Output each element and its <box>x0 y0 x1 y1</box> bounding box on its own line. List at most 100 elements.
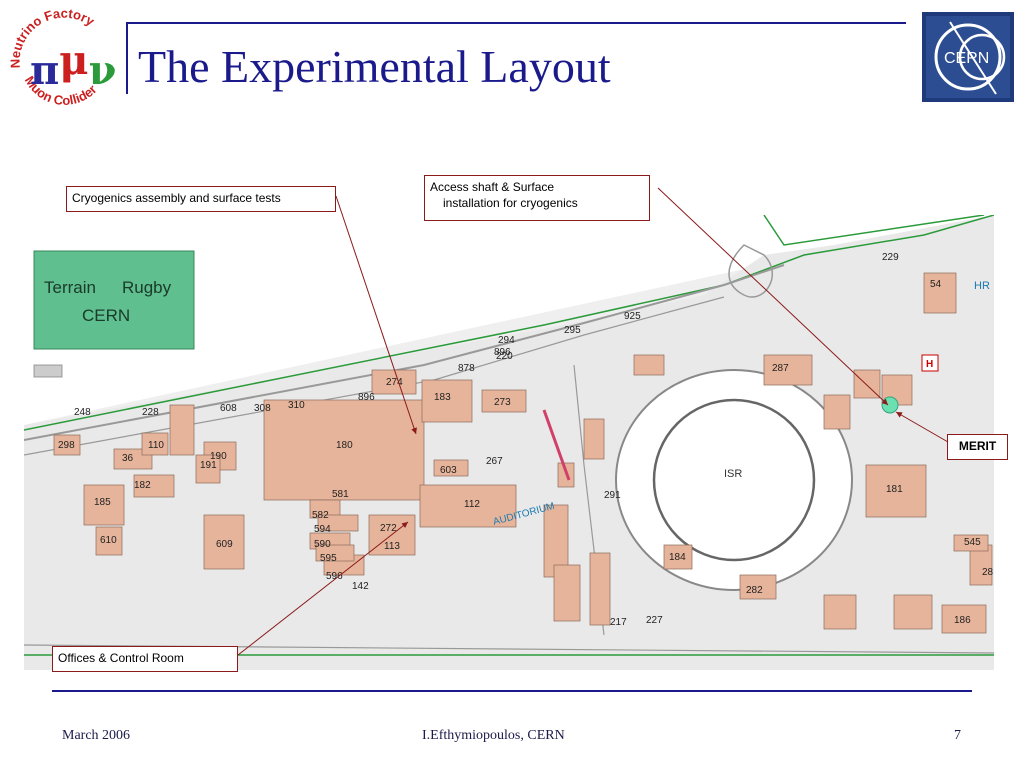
svg-text:110: 110 <box>148 440 164 451</box>
building-54 <box>923 272 957 314</box>
building-182 <box>133 474 175 498</box>
building-110 <box>141 432 169 456</box>
callout-merit: MERIT <box>947 434 1008 460</box>
building-183 <box>421 379 473 423</box>
svg-text:878: 878 <box>458 363 475 374</box>
svg-text:220: 220 <box>496 351 513 362</box>
svg-text:308: 308 <box>254 403 271 414</box>
svg-text:36: 36 <box>122 453 134 464</box>
svg-text:181: 181 <box>886 484 903 495</box>
svg-text:610: 610 <box>100 535 117 546</box>
building-280 <box>589 552 611 626</box>
building-593 <box>633 354 665 376</box>
svg-text:184: 184 <box>669 552 686 563</box>
svg-text:217: 217 <box>610 617 627 628</box>
building-559 <box>853 369 881 399</box>
svg-text:603: 603 <box>440 465 457 476</box>
footer-rule <box>52 690 972 692</box>
building-185 <box>83 484 125 526</box>
callout-cryogenics: Cryogenics assembly and surface tests <box>66 186 336 212</box>
building-585 <box>823 594 857 630</box>
site-map: Terrain Rugby CERN ISR <box>24 215 994 670</box>
footer-page-number: 7 <box>954 728 961 743</box>
svg-text:608: 608 <box>220 403 237 414</box>
svg-text:272: 272 <box>380 523 397 534</box>
svg-text:274: 274 <box>386 377 403 388</box>
svg-text:581: 581 <box>332 489 349 500</box>
hr-label: HR <box>974 280 990 292</box>
svg-text:310: 310 <box>288 400 305 411</box>
svg-text:228: 228 <box>142 407 159 418</box>
building-530 <box>583 418 605 460</box>
svg-text:294: 294 <box>498 335 515 346</box>
footer-author: I.Efthymiopoulos, CERN <box>422 728 565 743</box>
svg-text:28: 28 <box>982 567 994 578</box>
svg-text:609: 609 <box>216 539 233 550</box>
building-192 <box>169 404 195 456</box>
svg-text:291: 291 <box>604 490 621 501</box>
svg-text:185: 185 <box>94 497 111 508</box>
svg-text:594: 594 <box>314 524 331 535</box>
svg-text:183: 183 <box>434 392 451 403</box>
svg-text:229: 229 <box>882 252 899 263</box>
svg-text:287: 287 <box>772 363 789 374</box>
svg-text:595: 595 <box>320 553 337 564</box>
svg-text:896: 896 <box>358 392 375 403</box>
title-accent-bar <box>126 22 128 94</box>
svg-text:54: 54 <box>930 279 942 290</box>
building-191 <box>195 454 221 484</box>
terrain-label-2: CERN <box>82 306 130 325</box>
building-609 <box>203 514 245 570</box>
callout-access-line1: Access shaft & Surface <box>430 180 555 194</box>
svg-text:267: 267 <box>486 456 503 467</box>
title-rule <box>126 22 906 24</box>
svg-text:298: 298 <box>58 440 75 451</box>
terrain-rugby-field <box>33 250 195 350</box>
svg-text:545: 545 <box>964 537 981 548</box>
svg-text:295: 295 <box>564 325 581 336</box>
neutrino-factory-logo: Neutrino Factory Muon Collider πμν <box>8 6 116 108</box>
isr-label: ISR <box>724 468 742 480</box>
building-273 <box>481 389 527 413</box>
svg-text:227: 227 <box>646 615 663 626</box>
svg-text:190: 190 <box>210 451 227 462</box>
svg-text:191: 191 <box>200 460 217 471</box>
building-112 <box>419 484 517 528</box>
svg-text:596: 596 <box>326 571 343 582</box>
svg-text:186: 186 <box>954 615 971 626</box>
svg-text:590: 590 <box>314 539 331 550</box>
terrain-label-1b: Rugby <box>122 278 172 297</box>
svg-text:273: 273 <box>494 397 511 408</box>
cern-logo: CERN <box>922 12 1014 102</box>
svg-text:142: 142 <box>352 581 369 592</box>
building-610 <box>95 526 123 556</box>
building-181 <box>865 464 927 518</box>
building-378 <box>553 564 581 622</box>
svg-text:925: 925 <box>624 311 641 322</box>
svg-text:248: 248 <box>74 407 91 418</box>
hospital-label: H <box>926 359 933 370</box>
building-545 <box>953 534 989 552</box>
callout-access-shaft: Access shaft & Surface installation for … <box>424 175 650 221</box>
footer-date: March 2006 <box>62 728 131 743</box>
building-298 <box>53 434 81 456</box>
building-184 <box>663 544 693 570</box>
building-186 <box>941 604 987 634</box>
building-226 <box>893 594 933 630</box>
page-title: The Experimental Layout <box>138 41 611 92</box>
building-603 <box>433 459 469 477</box>
svg-text:180: 180 <box>336 440 353 451</box>
merit-marker <box>881 396 899 414</box>
callout-offices: Offices & Control Room <box>52 646 238 672</box>
svg-text:113: 113 <box>384 541 400 552</box>
svg-text:112: 112 <box>464 499 480 510</box>
logo-symbols: πμν <box>30 37 116 94</box>
svg-text:182: 182 <box>134 480 151 491</box>
svg-text:582: 582 <box>312 510 329 521</box>
cern-logo-text: CERN <box>944 50 989 67</box>
svg-text:282: 282 <box>746 585 763 596</box>
svg-text:896: 896 <box>494 347 511 358</box>
terrain-label-1a: Terrain <box>44 278 96 297</box>
callout-access-line2: installation for cryogenics <box>443 196 578 210</box>
building-230 <box>823 394 851 430</box>
